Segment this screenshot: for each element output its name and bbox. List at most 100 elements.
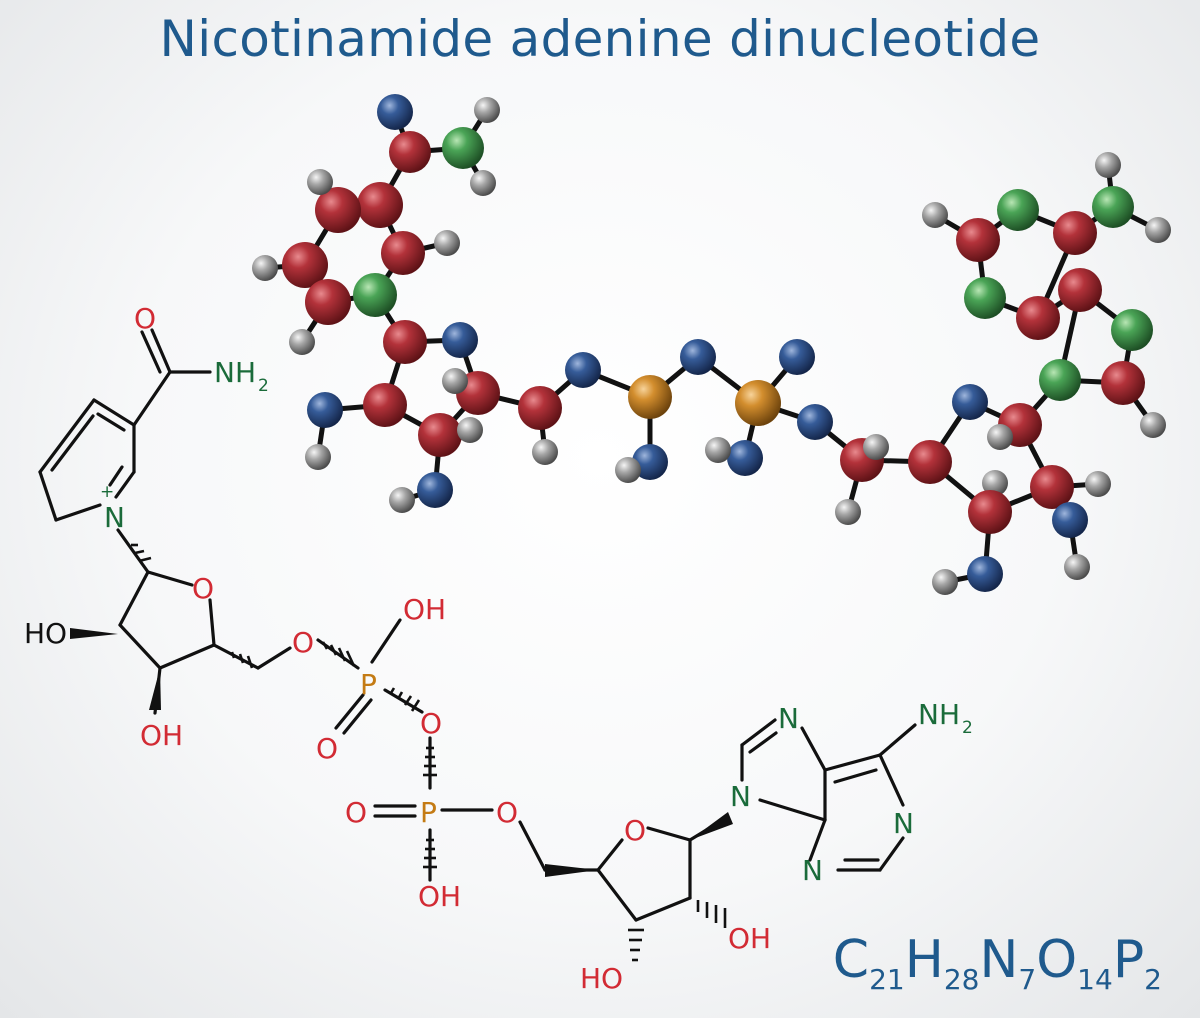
- model-atom-green: [1039, 359, 1081, 401]
- bridge-oxygen-label: O: [420, 707, 442, 740]
- adenine-n3-label: N: [802, 854, 823, 887]
- model-atom-green: [442, 127, 484, 169]
- model-atom-grey: [532, 439, 558, 465]
- model-atom-red: [363, 383, 407, 427]
- model-atom-grey: [1145, 217, 1171, 243]
- model-atom-grey: [982, 470, 1008, 496]
- ester1-oxygen-label: O: [292, 626, 314, 659]
- amide-nh-label: NH: [214, 356, 256, 389]
- model-atom-red: [1058, 268, 1102, 312]
- model-atom-red: [956, 218, 1000, 262]
- model-atom-green: [997, 189, 1039, 231]
- ribose1-ring-oxygen-label: O: [192, 572, 214, 605]
- adenine-h2-subscript: 2: [962, 718, 973, 738]
- model-atom-red: [381, 231, 425, 275]
- model-atom-grey: [457, 417, 483, 443]
- model-atom-blue: [1052, 502, 1088, 538]
- oh-bottom-right-label: OH: [728, 922, 771, 955]
- model-atom-green: [964, 277, 1006, 319]
- formula-element: C: [832, 930, 870, 990]
- model-atom-green: [353, 273, 397, 317]
- model-atom-blue: [417, 472, 453, 508]
- p1-double-oxygen-label: O: [316, 732, 338, 765]
- page-title: Nicotinamide adenine dinucleotide: [159, 10, 1041, 68]
- model-atom-red: [1030, 465, 1074, 509]
- model-atom-red: [418, 413, 462, 457]
- model-atom-red: [389, 131, 431, 173]
- ho-left-label: HO: [24, 617, 67, 650]
- formula-element: H: [904, 930, 944, 990]
- model-atom-red: [282, 242, 328, 288]
- carbonyl-oxygen-label: O: [134, 302, 156, 335]
- model-atom-red: [908, 440, 952, 484]
- model-atom-grey: [305, 444, 331, 470]
- model-atom-orange: [735, 380, 781, 426]
- formula-count: 2: [1144, 963, 1162, 996]
- model-atom-grey: [1140, 412, 1166, 438]
- adenine-n1-label: N: [893, 807, 914, 840]
- model-atom-red: [315, 187, 361, 233]
- formula-element: P: [1112, 930, 1145, 990]
- adenine-n9-label: N: [730, 780, 751, 813]
- model-atom-red: [357, 182, 403, 228]
- model-atom-grey: [289, 329, 315, 355]
- formula-element: O: [1036, 930, 1078, 990]
- ester2-oxygen-label: O: [496, 796, 518, 829]
- formula-count: 7: [1018, 963, 1037, 996]
- model-atom-grey: [252, 255, 278, 281]
- model-atom-blue: [797, 404, 833, 440]
- phosphorus2-label: P: [420, 796, 437, 829]
- model-atom-grey: [1064, 554, 1090, 580]
- model-atom-blue: [442, 322, 478, 358]
- formula-count: 21: [869, 963, 905, 996]
- model-atom-red: [968, 490, 1012, 534]
- p2-double-oxygen-label: O: [345, 796, 367, 829]
- formula-count: 28: [943, 963, 980, 996]
- molecular-formula: C21H28N7O14P2: [833, 930, 1162, 996]
- model-atom-blue: [952, 384, 988, 420]
- formula-element: N: [979, 930, 1019, 990]
- oh-bottom-left-label: OH: [140, 719, 183, 752]
- model-atom-grey: [705, 437, 731, 463]
- model-atom-grey: [389, 487, 415, 513]
- positive-charge-label: +: [100, 482, 114, 502]
- model-atom-grey: [987, 424, 1013, 450]
- model-atom-red: [1053, 211, 1097, 255]
- model-atom-grey: [307, 169, 333, 195]
- ho-bottom-label: HO: [580, 962, 623, 995]
- model-atom-red: [383, 320, 427, 364]
- model-atom-grey: [615, 457, 641, 483]
- model-atom-orange: [628, 375, 672, 419]
- model-atom-grey: [835, 499, 861, 525]
- model-atom-grey: [922, 202, 948, 228]
- model-atom-grey: [1095, 152, 1121, 178]
- model-atom-grey: [434, 230, 460, 256]
- model-atom-blue: [680, 339, 716, 375]
- model-atom-green: [1092, 186, 1134, 228]
- model-atom-grey: [442, 368, 468, 394]
- model-atom-grey: [474, 97, 500, 123]
- phosphorus1-label: P: [360, 668, 377, 701]
- p2-hydroxyl-label: OH: [418, 880, 461, 913]
- model-atom-grey: [863, 434, 889, 460]
- amide-h2-subscript: 2: [258, 376, 269, 396]
- model-atom-blue: [727, 440, 763, 476]
- model-atom-blue: [632, 444, 668, 480]
- model-atom-grey: [1085, 471, 1111, 497]
- model-atom-red: [305, 279, 351, 325]
- model-atom-red: [1016, 296, 1060, 340]
- model-atom-blue: [779, 339, 815, 375]
- pyridinium-n-label: N: [104, 501, 125, 534]
- model-atom-grey: [470, 170, 496, 196]
- model-atom-red: [518, 386, 562, 430]
- model-atom-red: [1101, 361, 1145, 405]
- model-atom-blue: [377, 94, 413, 130]
- model-atom-blue: [307, 392, 343, 428]
- adenine-n7-label: N: [778, 702, 799, 735]
- model-atom-blue: [565, 352, 601, 388]
- p1-hydroxyl-label: OH: [403, 593, 446, 626]
- adenine-nh-label: NH: [918, 698, 960, 731]
- formula-count: 14: [1077, 963, 1113, 996]
